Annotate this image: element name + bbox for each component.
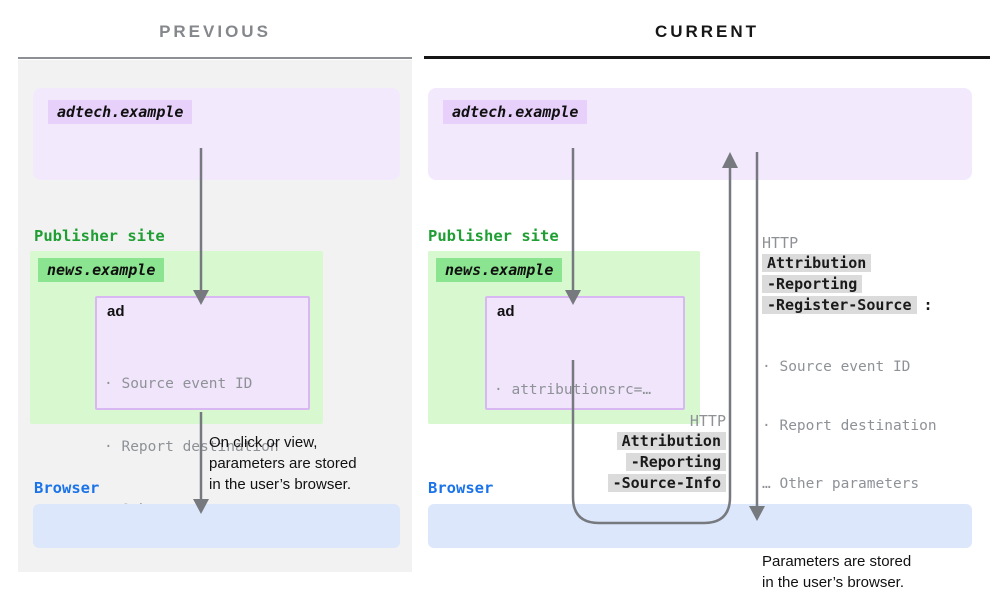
ad-param-item: … Other parameters — [762, 476, 920, 492]
ad-param-item: · attributionsrc=… — [494, 382, 652, 398]
source-info-header-block: HTTP Attribution -Reporting -Source-Info — [470, 411, 726, 494]
caption-line: in the user’s browser. — [762, 573, 905, 591]
ad-param-item: · Source event ID — [104, 376, 253, 392]
caption-line: On click or view, — [209, 434, 318, 451]
previous-publisher-site-label: Publisher site — [34, 227, 165, 245]
current-publisher-site-label: Publisher site — [428, 227, 559, 245]
caption-line: Parameters are stored — [762, 552, 912, 570]
http-header-token: -Register-Source — [762, 296, 917, 314]
caption-line: parameters are stored — [209, 455, 357, 472]
current-news-label: news.example — [436, 258, 563, 282]
http-header-token: -Reporting — [625, 453, 726, 471]
previous-column-title: PREVIOUS — [159, 22, 271, 41]
register-source-params: · Source event ID · Report destination …… — [762, 319, 937, 534]
ad-param-item: · Source event ID — [762, 359, 911, 375]
http-header-token: Attribution — [616, 432, 726, 450]
http-protocol-label: HTTP — [689, 412, 726, 430]
stored-caption: Parameters are stored in the user’s brow… — [762, 551, 937, 592]
previous-browser-label: Browser — [34, 479, 100, 497]
ad-param-item: · Report destination — [104, 439, 279, 455]
http-header-colon: : — [923, 296, 933, 314]
previous-header-rule — [18, 57, 412, 59]
current-header-rule — [424, 56, 990, 59]
previous-news-label: news.example — [38, 258, 165, 282]
current-browser-label: Browser — [428, 479, 494, 497]
caption-line: in the user’s browser. — [209, 476, 352, 493]
http-header-token: -Source-Info — [607, 474, 726, 492]
previous-ad-title: ad — [107, 303, 125, 320]
register-source-header-block: HTTP Attribution -Reporting -Register-So… — [762, 233, 937, 592]
http-header-token: -Reporting — [762, 275, 863, 293]
current-adtech-label: adtech.example — [443, 100, 588, 124]
ad-param-item: · Report destination — [762, 417, 937, 434]
previous-adtech-label: adtech.example — [48, 100, 193, 124]
previous-browser-box — [33, 504, 400, 548]
previous-click-caption: On click or view, parameters are stored … — [209, 432, 357, 495]
http-header-token: Attribution — [762, 254, 872, 272]
http-protocol-label: HTTP — [762, 234, 799, 252]
current-browser-box — [428, 504, 972, 548]
current-ad-title: ad — [497, 303, 515, 320]
current-column-title: CURRENT — [654, 22, 760, 41]
previous-ad-box — [95, 296, 310, 410]
